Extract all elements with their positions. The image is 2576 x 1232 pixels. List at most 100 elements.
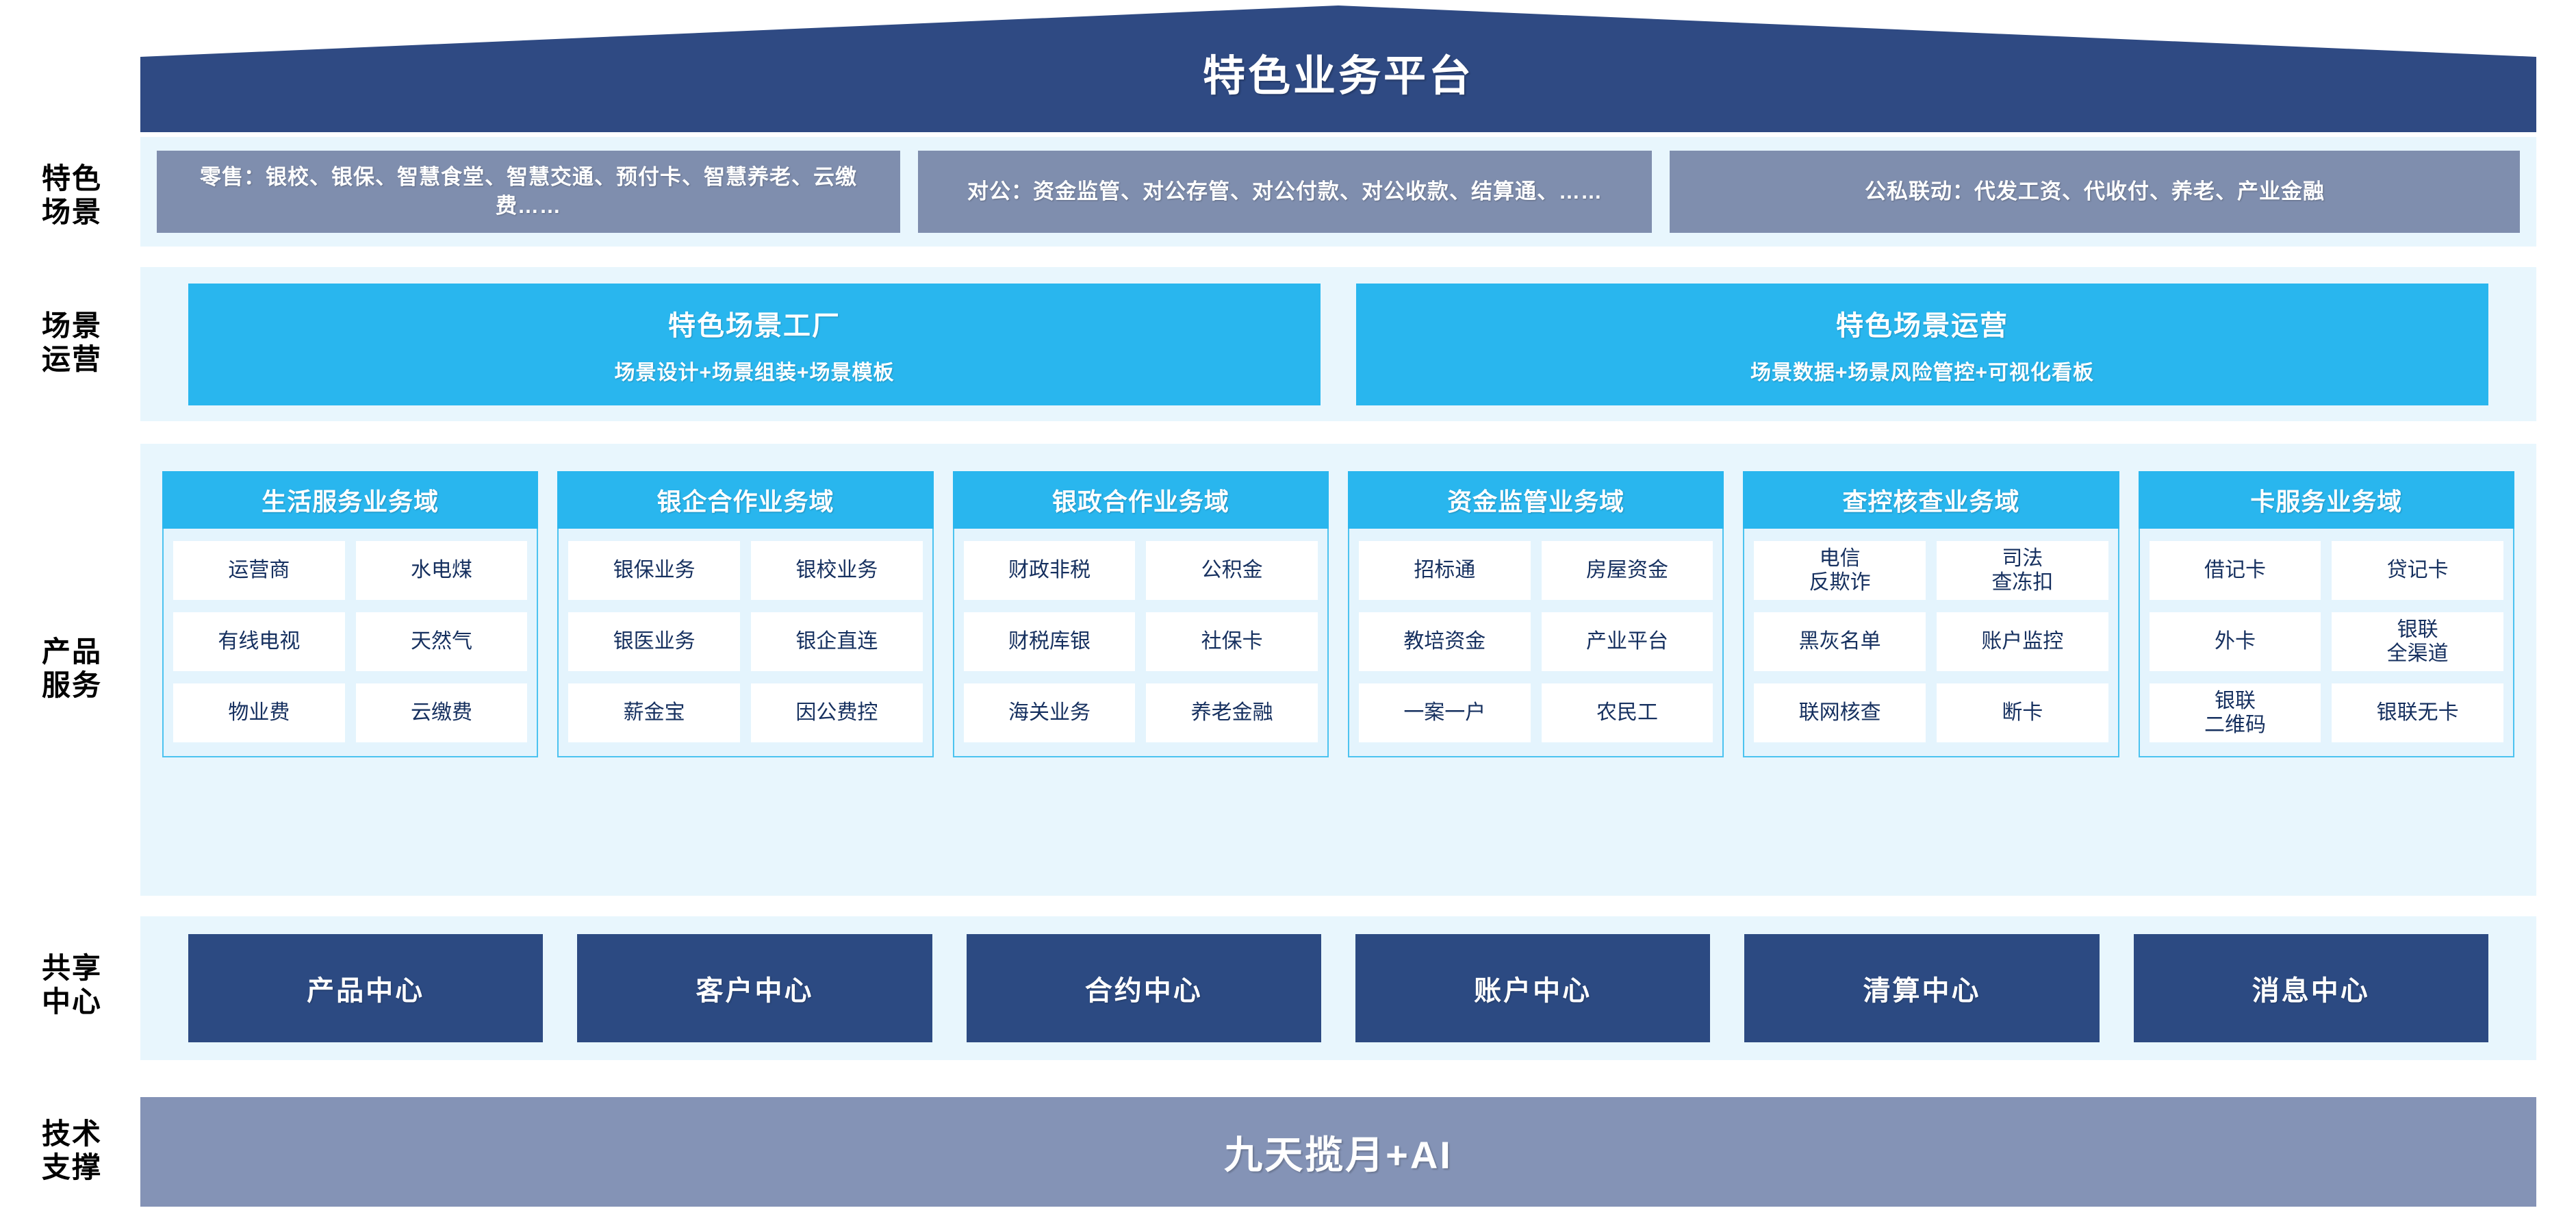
domain-row: 黑灰名单账户监控 bbox=[1754, 612, 2108, 671]
domain-row: 银联 二维码银联无卡 bbox=[2149, 683, 2503, 742]
domain-row: 薪金宝因公费控 bbox=[568, 683, 923, 742]
domain-item[interactable]: 账户监控 bbox=[1936, 612, 2108, 671]
domain-row: 借记卡贷记卡 bbox=[2149, 541, 2503, 600]
product-service-band: 生活服务业务域运营商水电煤有线电视天然气物业费云缴费银企合作业务域银保业务银校业… bbox=[140, 444, 2536, 896]
domain-item[interactable]: 外卡 bbox=[2149, 612, 2321, 671]
domain-item[interactable]: 海关业务 bbox=[963, 683, 1136, 742]
domain-item[interactable]: 云缴费 bbox=[355, 683, 528, 742]
domain-item[interactable]: 财政非税 bbox=[963, 541, 1136, 600]
scenario-box-public-private[interactable]: 公私联动：代发工资、代收付、养老、产业金融 bbox=[1670, 151, 2520, 233]
domain-row: 一案一户农民工 bbox=[1358, 683, 1713, 742]
domain-item[interactable]: 电信 反欺诈 bbox=[1754, 541, 1926, 600]
shared-center-band: 产品中心客户中心合约中心账户中心清算中心消息中心 bbox=[140, 916, 2536, 1060]
row-label-center: 共享 中心 bbox=[41, 952, 102, 1018]
domain-item[interactable]: 财税库银 bbox=[963, 612, 1136, 671]
row-label-product: 产品 服务 bbox=[41, 636, 102, 701]
operation-title: 特色场景工厂 bbox=[668, 310, 841, 341]
domain-item[interactable]: 运营商 bbox=[173, 541, 345, 600]
domain-item[interactable]: 水电煤 bbox=[355, 541, 528, 600]
domain-row: 银医业务银企直连 bbox=[568, 612, 923, 671]
domain-item[interactable]: 联网核查 bbox=[1754, 683, 1926, 742]
operation-title: 特色场景运营 bbox=[1836, 310, 2008, 341]
domain-item[interactable]: 银校业务 bbox=[751, 541, 923, 600]
domain-row: 有线电视天然气 bbox=[173, 612, 528, 671]
row-label-scenario: 特色 场景 bbox=[41, 162, 102, 228]
domain-row: 物业费云缴费 bbox=[173, 683, 528, 742]
operation-box-scene-factory[interactable]: 特色场景工厂 场景设计+场景组装+场景模板 bbox=[188, 283, 1321, 405]
domain-item[interactable]: 招标通 bbox=[1358, 541, 1531, 600]
operation-band: 特色场景工厂 场景设计+场景组装+场景模板 特色场景运营 场景数据+场景风险管控… bbox=[140, 267, 2536, 421]
domain-item[interactable]: 银保业务 bbox=[568, 541, 740, 600]
domain-item[interactable]: 因公费控 bbox=[751, 683, 923, 742]
domain-item[interactable]: 贷记卡 bbox=[2332, 541, 2503, 600]
domain-item[interactable]: 银医业务 bbox=[568, 612, 740, 671]
shared-center-box[interactable]: 消息中心 bbox=[2133, 934, 2488, 1042]
domain-header[interactable]: 查控核查业务域 bbox=[1743, 471, 2119, 529]
domain-item[interactable]: 公积金 bbox=[1146, 541, 1318, 600]
shared-center-box[interactable]: 产品中心 bbox=[188, 934, 544, 1042]
domain-row: 教培资金产业平台 bbox=[1358, 612, 1713, 671]
domain-item[interactable]: 教培资金 bbox=[1358, 612, 1531, 671]
shared-center-box[interactable]: 客户中心 bbox=[577, 934, 932, 1042]
domain-item[interactable]: 银联 全渠道 bbox=[2332, 612, 2503, 671]
domain-item[interactable]: 一案一户 bbox=[1358, 683, 1531, 742]
scenario-box-corporate[interactable]: 对公：资金监管、对公存管、对公付款、对公收款、结算通、…… bbox=[918, 151, 1652, 233]
domain-row: 海关业务养老金融 bbox=[963, 683, 1318, 742]
domain-header[interactable]: 银企合作业务域 bbox=[557, 471, 934, 529]
tech-support-band: 九天揽月+AI bbox=[140, 1097, 2536, 1207]
domain-header[interactable]: 卡服务业务域 bbox=[2138, 471, 2514, 529]
domain-item[interactable]: 断卡 bbox=[1936, 683, 2108, 742]
roof-shape-icon bbox=[140, 5, 2536, 132]
domain-row: 银保业务银校业务 bbox=[568, 541, 923, 600]
domain-column: 银政合作业务域财政非税公积金财税库银社保卡海关业务养老金融 bbox=[952, 471, 1329, 757]
domain-item[interactable]: 银企直连 bbox=[751, 612, 923, 671]
domain-row: 运营商水电煤 bbox=[173, 541, 528, 600]
domain-item[interactable]: 银联无卡 bbox=[2332, 683, 2503, 742]
row-label-operation: 场景 运营 bbox=[41, 310, 102, 375]
domain-body: 招标通房屋资金教培资金产业平台一案一户农民工 bbox=[1347, 529, 1724, 757]
domain-column: 银企合作业务域银保业务银校业务银医业务银企直连薪金宝因公费控 bbox=[557, 471, 934, 757]
domain-body: 借记卡贷记卡外卡银联 全渠道银联 二维码银联无卡 bbox=[2138, 529, 2514, 757]
domain-item[interactable]: 银联 二维码 bbox=[2149, 683, 2321, 742]
domain-item[interactable]: 房屋资金 bbox=[1541, 541, 1713, 600]
shared-center-box[interactable]: 合约中心 bbox=[966, 934, 1321, 1042]
domain-item[interactable]: 产业平台 bbox=[1541, 612, 1713, 671]
domain-item[interactable]: 社保卡 bbox=[1146, 612, 1318, 671]
domain-row: 招标通房屋资金 bbox=[1358, 541, 1713, 600]
domain-header[interactable]: 银政合作业务域 bbox=[952, 471, 1329, 529]
operation-subtitle: 场景设计+场景组装+场景模板 bbox=[614, 361, 895, 384]
domain-row: 外卡银联 全渠道 bbox=[2149, 612, 2503, 671]
operation-subtitle: 场景数据+场景风险管控+可视化看板 bbox=[1750, 361, 2095, 384]
domain-item[interactable]: 物业费 bbox=[173, 683, 345, 742]
domain-body: 电信 反欺诈司法 查冻扣黑灰名单账户监控联网核查断卡 bbox=[1743, 529, 2119, 757]
tech-support-label: 九天揽月+AI bbox=[1224, 1133, 1453, 1177]
domain-body: 运营商水电煤有线电视天然气物业费云缴费 bbox=[162, 529, 539, 757]
domain-item[interactable]: 司法 查冻扣 bbox=[1936, 541, 2108, 600]
scenario-box-retail[interactable]: 零售：银校、银保、智慧食堂、智慧交通、预付卡、智慧养老、云缴费…… bbox=[157, 151, 900, 233]
domain-item[interactable]: 农民工 bbox=[1541, 683, 1713, 742]
domain-header[interactable]: 资金监管业务域 bbox=[1347, 471, 1724, 529]
domain-column: 查控核查业务域电信 反欺诈司法 查冻扣黑灰名单账户监控联网核查断卡 bbox=[1743, 471, 2119, 757]
domain-item[interactable]: 借记卡 bbox=[2149, 541, 2321, 600]
platform-roof-banner: 特色业务平台 bbox=[140, 5, 2536, 132]
page-title: 特色业务平台 bbox=[1202, 53, 1474, 100]
domain-column: 资金监管业务域招标通房屋资金教培资金产业平台一案一户农民工 bbox=[1347, 471, 1724, 757]
row-label-tech: 技术 支撑 bbox=[41, 1118, 102, 1183]
domain-item[interactable]: 薪金宝 bbox=[568, 683, 740, 742]
domain-body: 财政非税公积金财税库银社保卡海关业务养老金融 bbox=[952, 529, 1329, 757]
domain-column: 生活服务业务域运营商水电煤有线电视天然气物业费云缴费 bbox=[162, 471, 539, 757]
domain-item[interactable]: 养老金融 bbox=[1146, 683, 1318, 742]
domain-row: 财政非税公积金 bbox=[963, 541, 1318, 600]
domain-item[interactable]: 有线电视 bbox=[173, 612, 345, 671]
domain-header[interactable]: 生活服务业务域 bbox=[162, 471, 539, 529]
domain-column: 卡服务业务域借记卡贷记卡外卡银联 全渠道银联 二维码银联无卡 bbox=[2138, 471, 2514, 757]
domain-item[interactable]: 黑灰名单 bbox=[1754, 612, 1926, 671]
shared-center-box[interactable]: 清算中心 bbox=[1744, 934, 2100, 1042]
scenario-band: 零售：银校、银保、智慧食堂、智慧交通、预付卡、智慧养老、云缴费…… 对公：资金监… bbox=[140, 137, 2536, 247]
domain-row: 联网核查断卡 bbox=[1754, 683, 2108, 742]
shared-center-box[interactable]: 账户中心 bbox=[1355, 934, 1711, 1042]
domain-body: 银保业务银校业务银医业务银企直连薪金宝因公费控 bbox=[557, 529, 934, 757]
domain-item[interactable]: 天然气 bbox=[355, 612, 528, 671]
operation-box-scene-operation[interactable]: 特色场景运营 场景数据+场景风险管控+可视化看板 bbox=[1356, 283, 2488, 405]
